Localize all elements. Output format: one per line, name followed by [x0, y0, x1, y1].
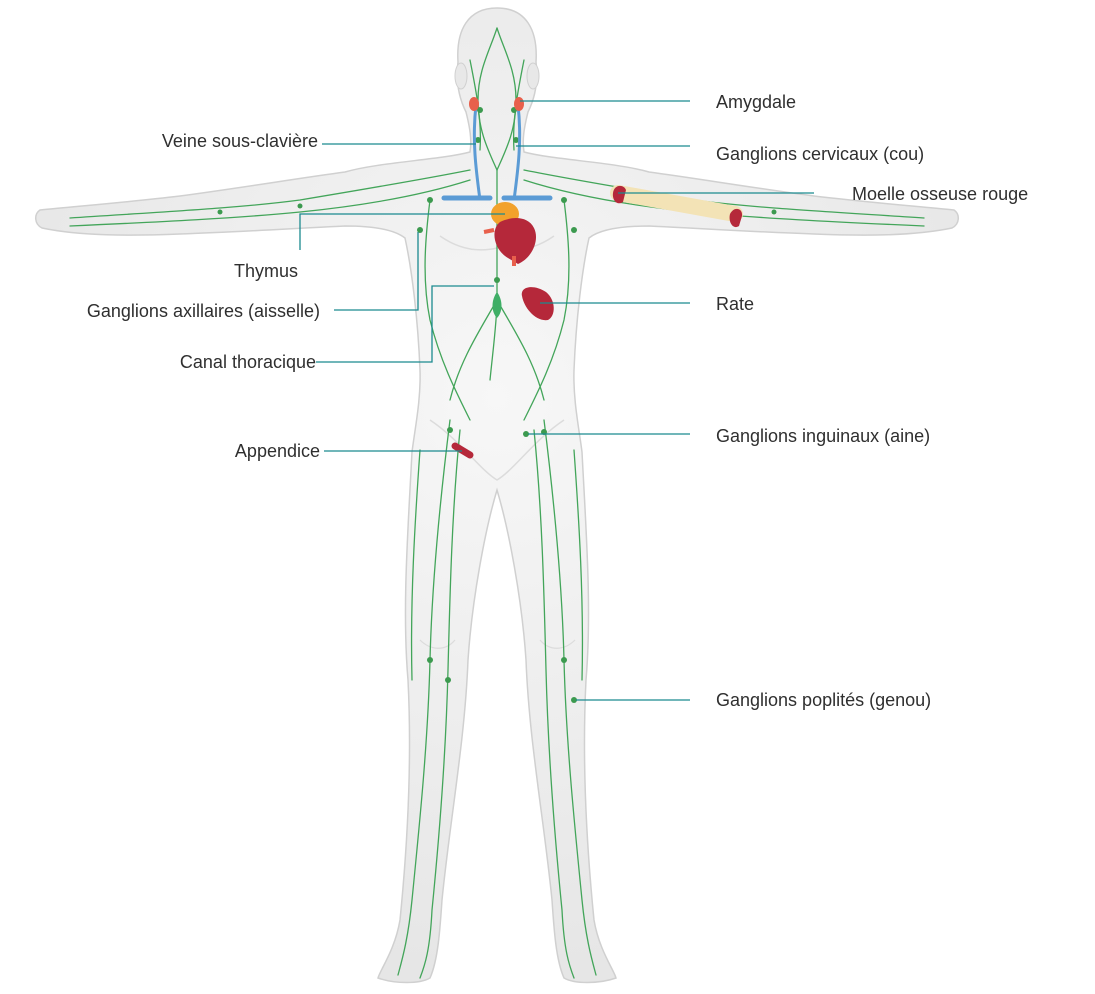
label-canal-thoracique: Canal thoracique — [180, 351, 316, 373]
label-appendice: Appendice — [235, 440, 320, 462]
tonsil-right — [514, 97, 524, 111]
label-ganglions-inguinaux: Ganglions inguinaux (aine) — [716, 425, 930, 447]
lymphatic-vessels — [70, 28, 924, 978]
label-thymus: Thymus — [234, 260, 298, 282]
label-rate: Rate — [716, 293, 754, 315]
tonsil-left — [469, 97, 479, 111]
label-ganglions-cervicaux: Ganglions cervicaux (cou) — [716, 143, 924, 165]
label-moelle-osseuse-rouge: Moelle osseuse rouge — [852, 183, 1028, 205]
label-ganglions-poplites: Ganglions poplités (genou) — [716, 689, 931, 711]
label-veine-sous-claviere: Veine sous-clavière — [162, 130, 318, 152]
label-amygdale: Amygdale — [716, 91, 796, 113]
label-ganglions-axillaires: Ganglions axillaires (aisselle) — [87, 300, 320, 322]
